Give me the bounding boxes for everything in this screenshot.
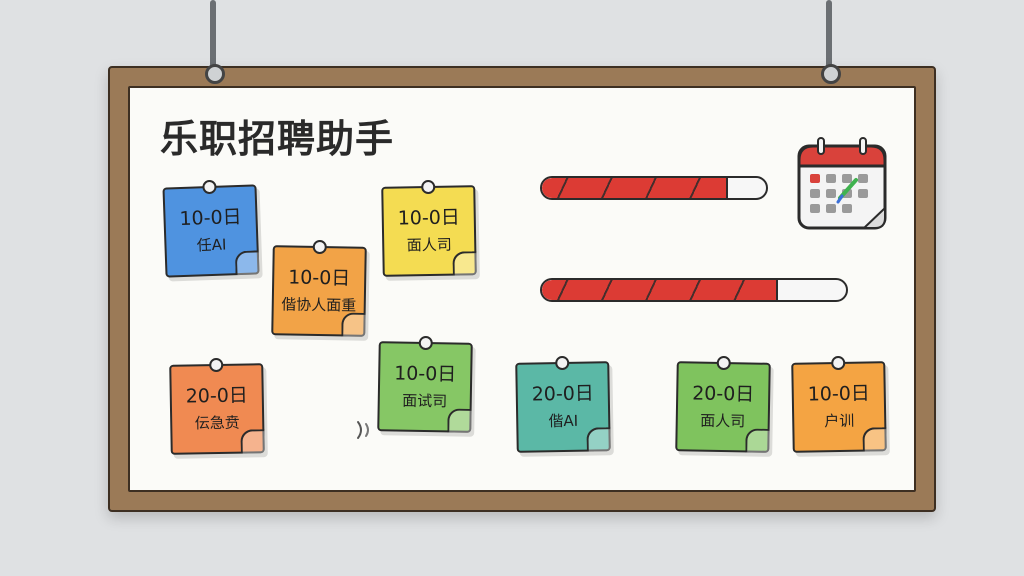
- sticky-note[interactable]: 10-0日 任AI: [162, 179, 260, 278]
- board-title: 乐职招聘助手: [160, 117, 395, 161]
- pin-icon: [202, 179, 217, 195]
- note-text: 偕协人面重: [281, 295, 357, 315]
- sticky-note[interactable]: 20-0日 偕AI: [515, 355, 611, 453]
- sticky-note[interactable]: 10-0日 户训: [791, 355, 887, 453]
- page-curl-icon: [341, 312, 366, 337]
- page-curl-icon: [586, 427, 611, 452]
- note-text: 面人司: [700, 411, 746, 431]
- hook-icon: [205, 64, 225, 84]
- hook-icon: [821, 64, 841, 84]
- hanging-wire-right: [826, 0, 832, 74]
- pin-icon: [831, 355, 846, 371]
- pin-icon: [312, 239, 327, 255]
- progress-fill: [542, 280, 779, 300]
- page-curl-icon: [234, 250, 260, 276]
- page-curl-icon: [862, 427, 887, 452]
- sticky-note[interactable]: 10-0日 面人司: [381, 179, 477, 277]
- page-curl-icon: [240, 429, 265, 454]
- note-date: 20-0日: [185, 384, 249, 408]
- progress-bar: [540, 278, 848, 302]
- pin-icon: [421, 179, 436, 195]
- hanging-wire-left: [210, 0, 216, 74]
- note-text: 任AI: [196, 235, 227, 255]
- note-text: 户训: [824, 411, 855, 431]
- sticky-note[interactable]: 20-0日 伝急贲: [169, 357, 265, 455]
- sticky-note[interactable]: 20-0日 面人司: [675, 355, 771, 453]
- progress-fill: [542, 178, 728, 198]
- note-date: 10-0日: [807, 382, 871, 406]
- note-date: 20-0日: [691, 382, 755, 406]
- motion-lines-icon: [357, 421, 369, 439]
- sticky-note[interactable]: 10-0日 面试司: [377, 335, 473, 433]
- note-date: 10-0日: [397, 206, 461, 230]
- page-curl-icon: [452, 251, 477, 276]
- pin-icon: [716, 355, 731, 371]
- note-text: 伝急贲: [194, 413, 240, 433]
- note-date: 20-0日: [531, 382, 595, 406]
- calendar-icon: [797, 137, 887, 230]
- progress-bar: [540, 176, 768, 200]
- note-date: 10-0日: [393, 362, 457, 386]
- pin-icon: [418, 335, 433, 351]
- note-date: 10-0日: [287, 266, 351, 290]
- note-text: 偕AI: [548, 411, 579, 431]
- page-curl-icon: [745, 428, 770, 453]
- note-text: 面人司: [406, 235, 452, 255]
- sticky-note[interactable]: 10-0日 偕协人面重: [271, 239, 367, 337]
- pin-icon: [555, 355, 570, 371]
- page-curl-icon: [447, 408, 472, 433]
- pin-icon: [209, 357, 224, 373]
- note-text: 面试司: [402, 391, 448, 411]
- note-date: 10-0日: [179, 205, 242, 231]
